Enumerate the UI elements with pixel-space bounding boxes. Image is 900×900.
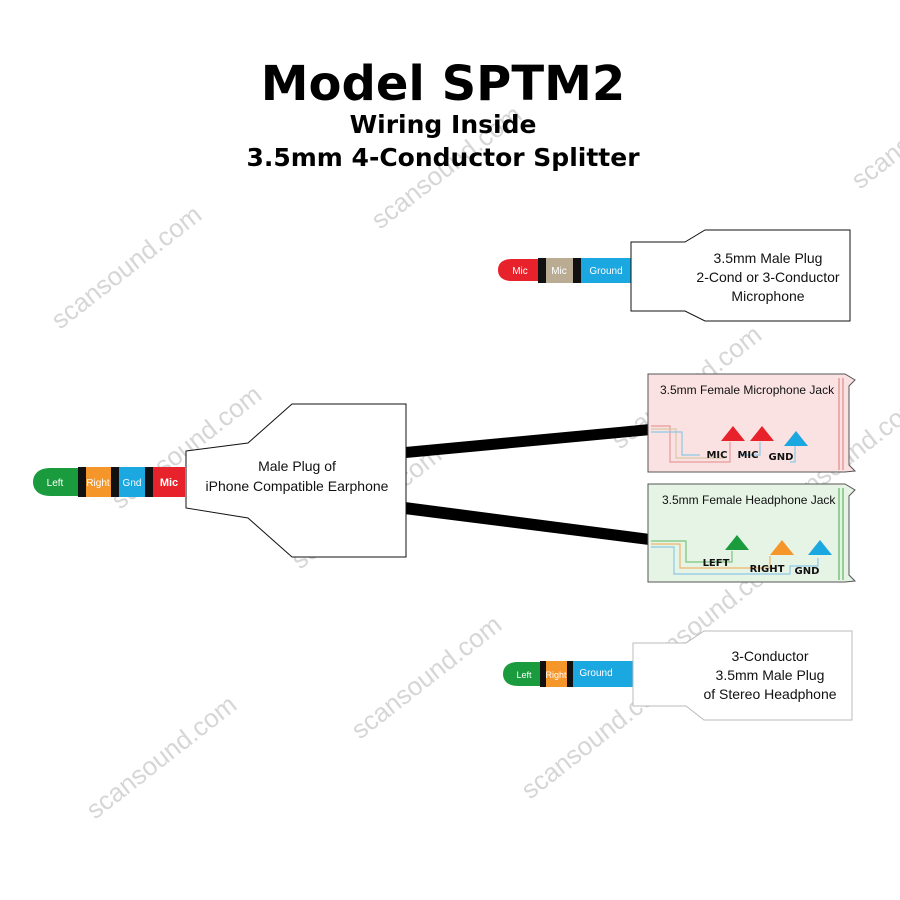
band-label: Mic <box>160 477 178 489</box>
mic-plug: Mic Mic Ground 3.5mm Male Plug 2-Cond or… <box>498 229 851 322</box>
mic-jack: 3.5mm Female Microphone Jack MIC MIC GND <box>647 373 857 473</box>
watermark: scansound.com <box>845 59 900 195</box>
band-label: Gnd <box>123 478 142 489</box>
band-label: Mic <box>512 266 528 277</box>
main-plug-ring-1 <box>86 467 111 497</box>
jack-wire <box>651 425 731 463</box>
headphone-plug: Left Right Ground 3-Conductor 3.5mm Male… <box>503 630 853 721</box>
plug-label-line: 3.5mm Male Plug <box>714 250 823 266</box>
pin-triangle <box>721 426 745 441</box>
pin-label: MIC <box>737 450 758 461</box>
jack-wire <box>651 431 796 463</box>
watermark: scansound.com <box>45 199 207 335</box>
band-label: Right <box>86 478 110 489</box>
jack-title: 3.5mm Female Microphone Jack <box>660 383 835 397</box>
headphone-plug-insulator <box>540 661 546 687</box>
jack-wire <box>651 546 819 575</box>
mic-plug-tip <box>498 259 538 281</box>
pin-triangle <box>770 540 794 555</box>
diagram-title: Model SPTM2 <box>261 56 625 112</box>
main-plug-tip <box>33 468 78 496</box>
main-plug-insulator <box>145 467 153 497</box>
plug-label-line: Male Plug of <box>258 458 336 474</box>
plug-label-line: iPhone Compatible Earphone <box>206 478 389 494</box>
mic-plug-sleeve <box>581 258 631 283</box>
pin-label: LEFT <box>703 558 730 569</box>
plug-label-line: 3-Conductor <box>731 648 808 664</box>
mic-plug-insulator <box>538 258 546 283</box>
pin-label: MIC <box>706 450 727 461</box>
headphone-plug-tip <box>503 662 540 686</box>
band-label: Left <box>47 478 64 489</box>
band-label: Right <box>545 670 567 680</box>
band-label: Left <box>516 670 532 680</box>
jack-wire <box>651 540 733 563</box>
plug-label-line: of Stereo Headphone <box>703 686 836 702</box>
diagram-subtitle: Wiring Inside <box>350 110 537 139</box>
pin-triangle <box>750 426 774 441</box>
plug-label-line: 3.5mm Male Plug <box>716 667 825 683</box>
headphone-jack: 3.5mm Female Headphone Jack LEFT RIGHT G… <box>647 483 857 583</box>
band-label: Ground <box>589 266 622 277</box>
pin-label: GND <box>769 452 794 463</box>
headphone-plug-ring <box>546 661 567 687</box>
main-plug-sleeve <box>153 467 185 497</box>
headphone-plug-insulator <box>567 661 573 687</box>
pin-label: RIGHT <box>750 564 785 575</box>
headphone-plug-sleeve <box>573 661 633 687</box>
jack-title: 3.5mm Female Headphone Jack <box>662 493 836 507</box>
mic-plug-insulator <box>573 258 581 283</box>
mic-jack-body <box>647 373 857 473</box>
main-plug-insulator <box>78 467 86 497</box>
plug-label-line: Microphone <box>731 288 804 304</box>
watermark: scansound.com <box>345 609 507 745</box>
jack-wire <box>651 543 771 569</box>
main-plug: Left Right Gnd Mic Male Plug of iPhone C… <box>33 403 407 558</box>
headphone-jack-body <box>647 483 857 583</box>
pin-triangle <box>725 535 749 550</box>
jack-wire <box>651 428 725 459</box>
band-label: Ground <box>579 668 612 679</box>
pin-label: GND <box>795 566 820 577</box>
main-plug-body <box>185 403 407 558</box>
cable-to-mic-jack <box>405 424 651 458</box>
main-plug-ring-2 <box>119 467 145 497</box>
headphone-plug-body <box>632 630 853 721</box>
pin-triangle <box>808 540 832 555</box>
plug-label-line: 2-Cond or 3-Conductor <box>696 269 840 285</box>
watermark: scansound.com <box>80 689 242 825</box>
diagram-subtitle-2: 3.5mm 4-Conductor Splitter <box>246 143 640 172</box>
pin-triangle <box>784 431 808 446</box>
cable-to-headphone-jack <box>404 502 650 545</box>
band-label: Mic <box>551 266 567 277</box>
main-plug-insulator <box>111 467 119 497</box>
mic-plug-ring <box>546 258 573 283</box>
mic-plug-body <box>630 229 851 322</box>
